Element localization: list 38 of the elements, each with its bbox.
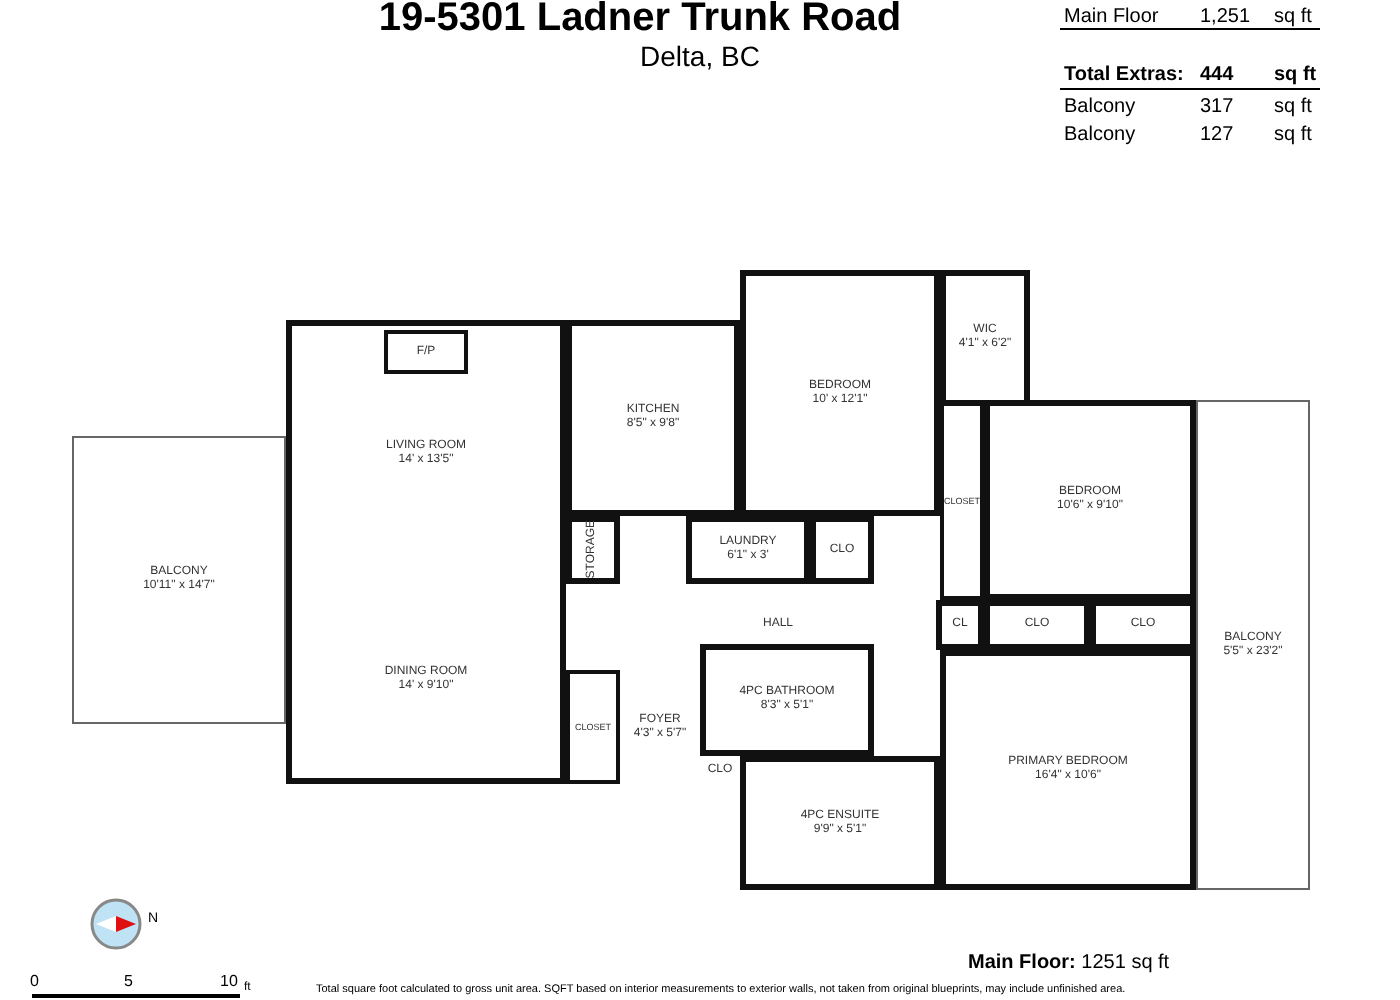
room-outline: [984, 400, 1196, 600]
table-cell: sq ft: [1274, 124, 1312, 146]
room-outline: [940, 270, 1030, 406]
room-outline: [984, 600, 1090, 650]
room-outline: [1090, 600, 1196, 650]
table-cell: Main Floor: [1064, 6, 1159, 28]
room-outline: [700, 644, 874, 756]
subtitle: Delta, BC: [638, 40, 762, 72]
room-outline: [566, 516, 620, 584]
table-cell: Balcony: [1064, 96, 1136, 118]
table-cell: sq ft: [1274, 96, 1312, 118]
room-outline: [566, 320, 740, 516]
room-outline: [686, 516, 810, 584]
title: 19-5301 Ladner Trunk Road: [376, 0, 904, 42]
room-outline: [740, 756, 940, 890]
table-cell: sq ft: [1274, 64, 1317, 86]
balcony-outline: [1196, 400, 1310, 890]
scale-number: 5: [124, 972, 133, 990]
room-outline: [566, 670, 620, 784]
table-cell: sq ft: [1274, 6, 1312, 28]
scale-number: 0: [30, 972, 39, 990]
room-outline: [286, 580, 566, 784]
table-cell: 1,251: [1200, 6, 1251, 28]
fireplace-box: [384, 330, 468, 374]
table-cell: Total Extras:: [1064, 64, 1184, 86]
room-outline: [940, 650, 1196, 890]
room-outline: [740, 270, 940, 516]
room-outline: [810, 516, 874, 584]
table-cell: 317: [1200, 96, 1234, 118]
balcony-outline: [72, 436, 286, 724]
room-outline: [286, 320, 566, 580]
table-cell: Balcony: [1064, 124, 1136, 146]
table-cell: 444: [1200, 64, 1234, 86]
room-outline: [940, 400, 984, 600]
floor-area-note: Main Floor: 1251 sq ft: [968, 952, 1170, 974]
room-outline: [936, 600, 984, 650]
table-cell: 127: [1200, 124, 1234, 146]
scale-number: 10: [220, 972, 238, 990]
